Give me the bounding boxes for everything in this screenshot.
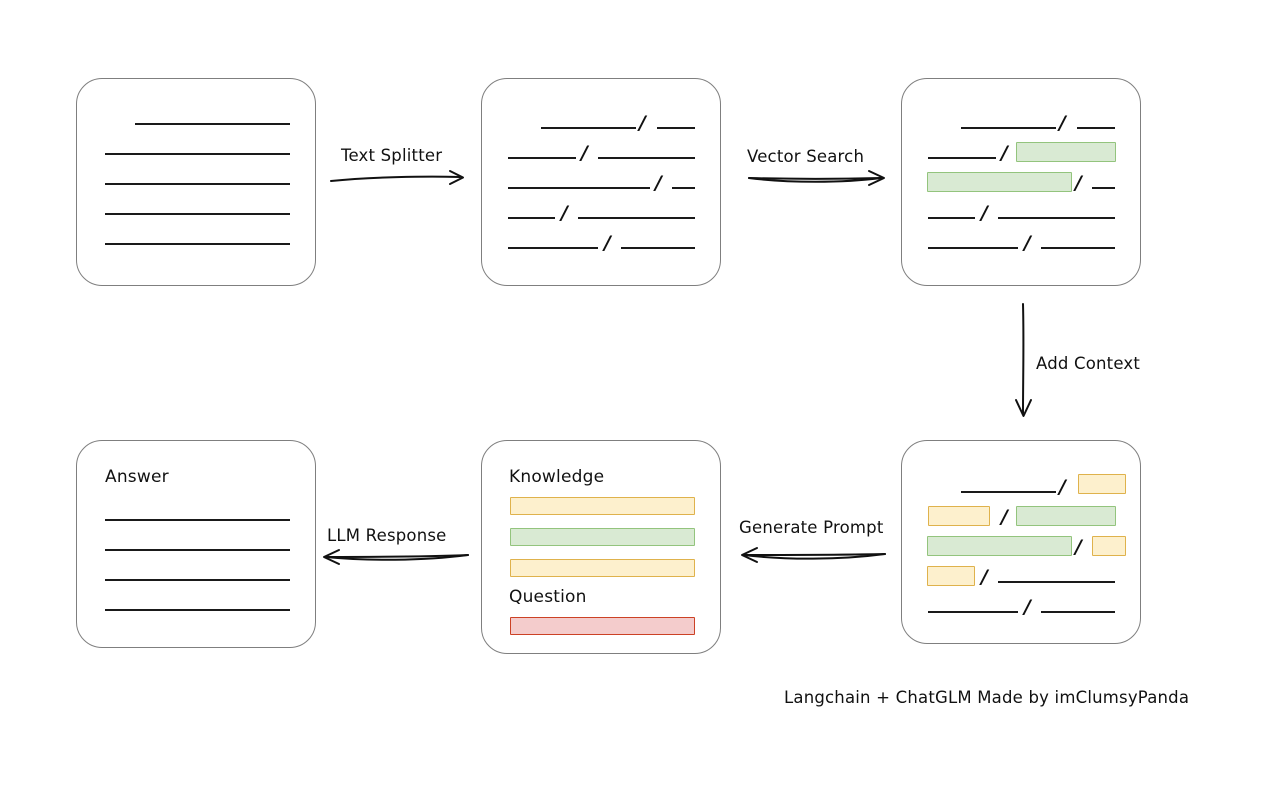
highlight-chip-green (1016, 142, 1116, 162)
answer-line (105, 579, 290, 581)
chunk-line (928, 247, 1018, 249)
chunk-separator: / (1059, 476, 1066, 498)
chunk-separator: / (1075, 536, 1082, 558)
chunk-separator: / (604, 232, 611, 254)
highlight-chip-green (927, 536, 1072, 556)
chunk-line (1041, 247, 1115, 249)
answer-line (105, 549, 290, 551)
node-matched-chunks[interactable]: / / / / / (901, 78, 1141, 286)
chunk-separator: / (655, 172, 662, 194)
chunk-line (598, 157, 695, 159)
answer-line (105, 609, 290, 611)
chunk-line (928, 611, 1018, 613)
chunk-separator: / (1024, 232, 1031, 254)
edge-label-add-context: Add Context (1036, 354, 1141, 373)
chunk-line (961, 491, 1056, 493)
knowledge-bar-yellow (510, 497, 695, 515)
chunk-line (1041, 611, 1115, 613)
context-chip-yellow (1078, 474, 1126, 494)
chunk-line (508, 157, 576, 159)
context-chip-yellow (928, 506, 990, 526)
node-answer[interactable]: Answer (76, 440, 316, 648)
answer-label: Answer (105, 467, 169, 487)
document-line (105, 213, 290, 215)
answer-line (105, 519, 290, 521)
chunk-line (508, 187, 650, 189)
chunk-line (672, 187, 695, 189)
knowledge-bar-yellow (510, 559, 695, 577)
chunk-separator: / (1001, 506, 1008, 528)
edge-label-text-splitter: Text Splitter (341, 146, 443, 165)
chunk-line (508, 247, 598, 249)
chunk-line (578, 217, 695, 219)
chunk-line (508, 217, 555, 219)
document-line (135, 123, 290, 125)
chunk-separator: / (981, 566, 988, 588)
chunk-separator: / (1059, 112, 1066, 134)
context-chip-yellow (927, 566, 975, 586)
chunk-line (998, 217, 1115, 219)
chunk-line (928, 157, 996, 159)
node-context-chunks[interactable]: / / / / / (901, 440, 1141, 644)
chunk-line (1092, 187, 1115, 189)
node-prompt[interactable]: Knowledge Question (481, 440, 721, 654)
footer-credit: Langchain + ChatGLM Made by imClumsyPand… (784, 688, 1190, 707)
edge-label-vector-search: Vector Search (747, 147, 865, 166)
chunk-line (961, 127, 1056, 129)
arrow-generate-prompt (741, 547, 886, 563)
document-line (105, 183, 290, 185)
question-bar-red (510, 617, 695, 635)
arrow-llm-response (323, 549, 469, 565)
highlight-chip-green (927, 172, 1072, 192)
chunk-separator: / (639, 112, 646, 134)
chunk-separator: / (1075, 172, 1082, 194)
chunk-separator: / (1001, 142, 1008, 164)
arrow-text-splitter (330, 170, 464, 185)
chunk-line (657, 127, 695, 129)
document-line (105, 153, 290, 155)
document-line (105, 243, 290, 245)
highlight-chip-green (1016, 506, 1116, 526)
chunk-line (928, 217, 975, 219)
chunk-separator: / (981, 202, 988, 224)
chunk-line (541, 127, 636, 129)
chunk-separator: / (561, 202, 568, 224)
question-label: Question (509, 587, 587, 607)
context-chip-yellow (1092, 536, 1126, 556)
chunk-line (998, 581, 1115, 583)
arrow-add-context (1015, 303, 1032, 417)
knowledge-bar-green (510, 528, 695, 546)
knowledge-label: Knowledge (509, 467, 605, 487)
chunk-separator: / (1024, 596, 1031, 618)
edge-label-generate-prompt: Generate Prompt (739, 518, 884, 537)
arrow-vector-search (748, 170, 885, 186)
node-split-chunks[interactable]: / / / / / (481, 78, 721, 286)
node-source-document[interactable] (76, 78, 316, 286)
chunk-line (621, 247, 695, 249)
edge-label-llm-response: LLM Response (327, 526, 447, 545)
chunk-line (1077, 127, 1115, 129)
chunk-separator: / (581, 142, 588, 164)
